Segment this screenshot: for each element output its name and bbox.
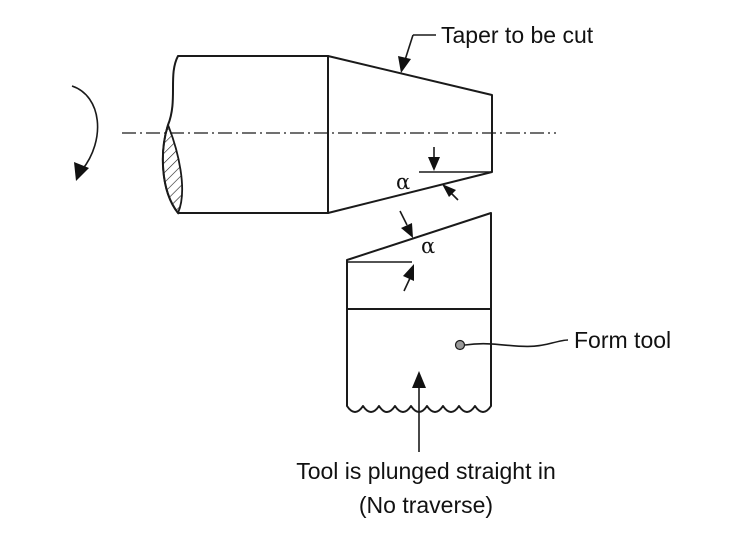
break-section-hatch	[161, 122, 184, 215]
form-tool-label: Form tool	[574, 327, 671, 353]
taper-leader	[398, 34, 436, 73]
form-tool	[346, 212, 492, 413]
surface-arrow-tool	[399, 210, 413, 238]
surface-arrow-workpiece	[442, 184, 459, 201]
workpiece-cylinder	[161, 55, 329, 214]
alpha-mark-workpiece: α	[396, 147, 492, 194]
form-tool-marker	[454, 339, 466, 351]
alpha-label-tool: α	[421, 234, 435, 258]
form-tool-leader	[454, 339, 569, 351]
plunge-label-line2: (No traverse)	[359, 492, 493, 518]
plunge-arrow	[412, 371, 426, 452]
alpha-mark-tool: α	[347, 234, 435, 292]
workpiece	[161, 55, 493, 215]
curved-arrow-icon	[71, 85, 99, 181]
plunge-label-line1: Tool is plunged straight in	[296, 458, 556, 484]
taper-label: Taper to be cut	[441, 22, 594, 48]
alpha-label-workpiece: α	[396, 170, 410, 194]
form-tool-body	[346, 212, 492, 413]
